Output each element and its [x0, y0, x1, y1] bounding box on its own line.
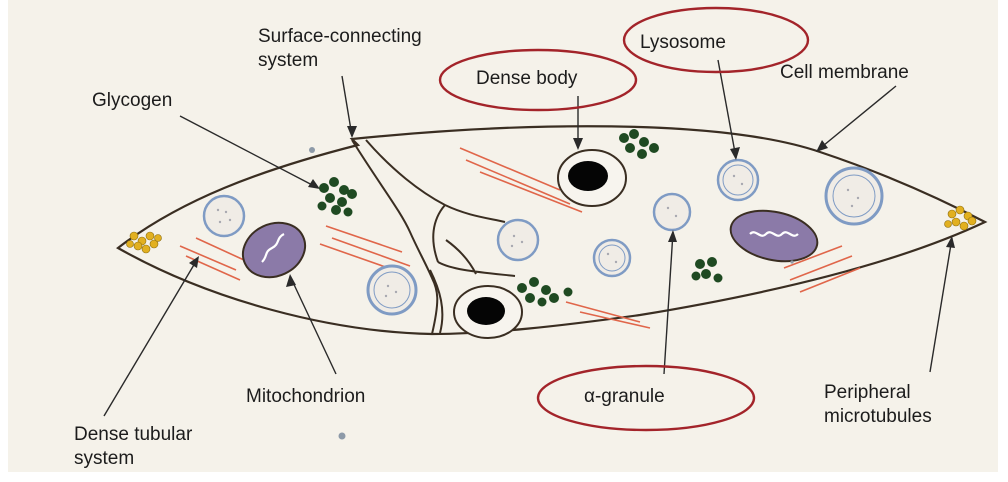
label-glycogen: Glycogen: [92, 90, 172, 111]
granule: [204, 196, 244, 236]
granule: [498, 220, 538, 260]
label-lysosome: Lysosome: [640, 32, 726, 53]
label-mitochondrion: Mitochondrion: [246, 386, 365, 407]
dense-body-upper: [558, 150, 626, 206]
granule: [654, 194, 690, 230]
label-dense-tubular-line2: system: [74, 448, 134, 469]
lysosome-granule: [718, 160, 758, 200]
label-dense-body: Dense body: [476, 68, 578, 89]
granule: [594, 240, 630, 276]
label-peripheral-microtubules-line2: microtubules: [824, 406, 932, 427]
label-alpha-granule: α-granule: [584, 386, 665, 407]
granule: [368, 266, 416, 314]
dense-body-lower: [454, 286, 522, 338]
label-cell-membrane: Cell membrane: [780, 62, 909, 83]
label-dense-tubular-line1: Dense tubular: [74, 424, 193, 445]
label-peripheral-microtubules-line1: Peripheral: [824, 382, 911, 403]
granule: [826, 168, 882, 224]
label-surface-connecting-line1: Surface-connecting: [258, 26, 422, 47]
label-surface-connecting-line2: system: [258, 50, 318, 71]
